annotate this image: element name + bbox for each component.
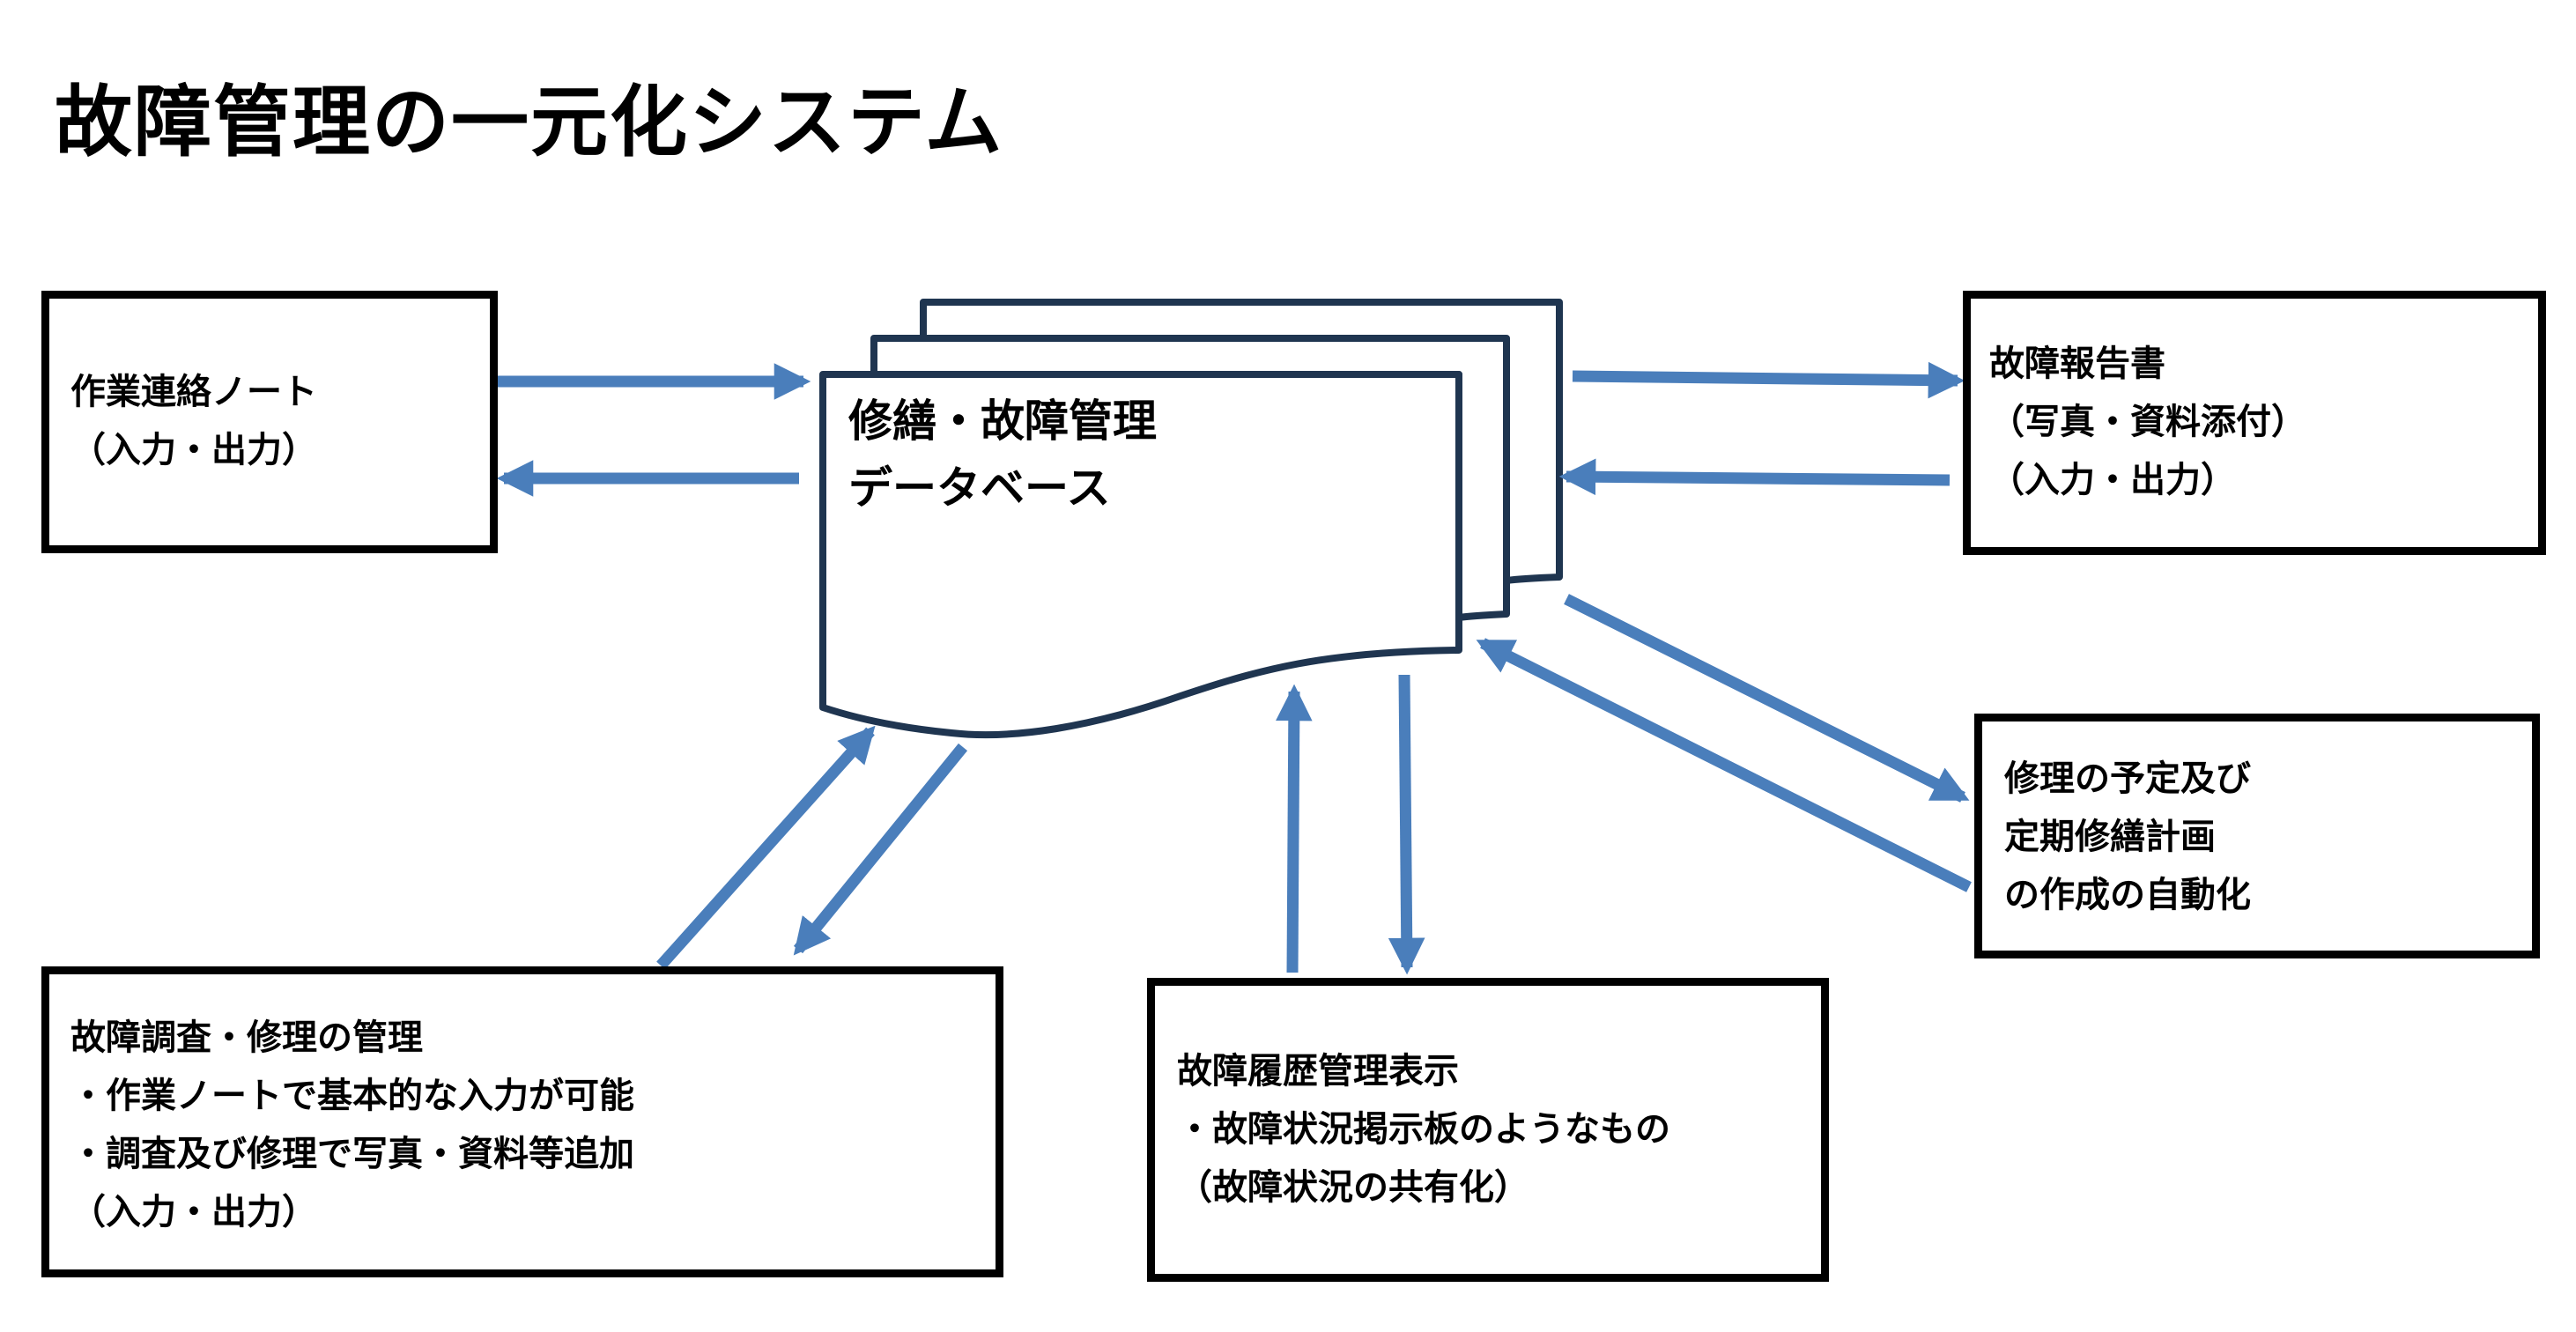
node-text-line: （写真・資料添付） xyxy=(1989,402,2306,442)
node-text-line: 定期修繕計画 xyxy=(2004,817,2216,857)
node-investigation xyxy=(41,966,1003,1277)
node-repair-schedule xyxy=(1974,714,2540,958)
node-text-line: ・作業ノートで基本的な入力が可能 xyxy=(70,1076,634,1116)
node-repair-schedule-text: 修理の予定及び 定期修繕計画 の作成の自動化 xyxy=(2004,750,2251,924)
node-text-line: 作業連絡ノート xyxy=(70,372,317,412)
arrow-db-to-investigation xyxy=(793,743,968,956)
database-stack xyxy=(819,299,1563,739)
node-text-line: （故障状況の共有化） xyxy=(1177,1167,1529,1208)
node-history-text: 故障履歴管理表示 ・故障状況掲示板のようなもの （故障状況の共有化） xyxy=(1177,1042,1670,1217)
database-page-front xyxy=(819,371,1462,739)
arrow-db-to-history xyxy=(1388,674,1425,975)
node-text-line: 故障調査・修理の管理 xyxy=(70,1018,423,1058)
arrow-investigation-to-db xyxy=(656,725,876,970)
arrow-history-to-db xyxy=(1275,684,1313,973)
node-text-line: 修理の予定及び xyxy=(2004,758,2251,799)
node-text-line: 故障報告書 xyxy=(1989,344,2165,384)
diagram-title: 故障管理の一元化システム xyxy=(55,77,1004,167)
node-work-note-text: 作業連絡ノート （入力・出力） xyxy=(70,363,317,479)
node-text-line: ・故障状況掲示板のようなもの xyxy=(1177,1109,1670,1150)
node-fault-report-text: 故障報告書 （写真・資料添付） （入力・出力） xyxy=(1989,335,2306,509)
node-work-note xyxy=(41,291,498,553)
node-fault-report xyxy=(1963,291,2546,555)
node-text-line: ・調査及び修理で写真・資料等追加 xyxy=(70,1134,634,1174)
node-text-line: （入力・出力） xyxy=(1989,460,2236,500)
node-text-line: の作成の自動化 xyxy=(2004,875,2251,915)
arrow-db-to-fault-report xyxy=(1572,361,1965,399)
database-label-line: 修繕・故障管理 xyxy=(848,396,1157,447)
database-label: 修繕・故障管理 データベース xyxy=(848,388,1157,522)
node-text-line: 故障履歴管理表示 xyxy=(1177,1051,1459,1092)
arrow-fault-report-to-db xyxy=(1558,458,1951,496)
database-label-line: データベース xyxy=(848,462,1111,514)
arrow-db-to-repair-schedule xyxy=(1564,594,1970,803)
node-text-line: （入力・出力） xyxy=(70,1192,317,1232)
arrow-repair-schedule-to-db xyxy=(1476,638,1972,892)
node-investigation-text: 故障調査・修理の管理 ・作業ノートで基本的な入力が可能 ・調査及び修理で写真・資… xyxy=(70,1009,634,1241)
arrows xyxy=(496,361,1972,975)
node-history xyxy=(1147,978,1829,1282)
node-text-line: （入力・出力） xyxy=(70,430,317,470)
